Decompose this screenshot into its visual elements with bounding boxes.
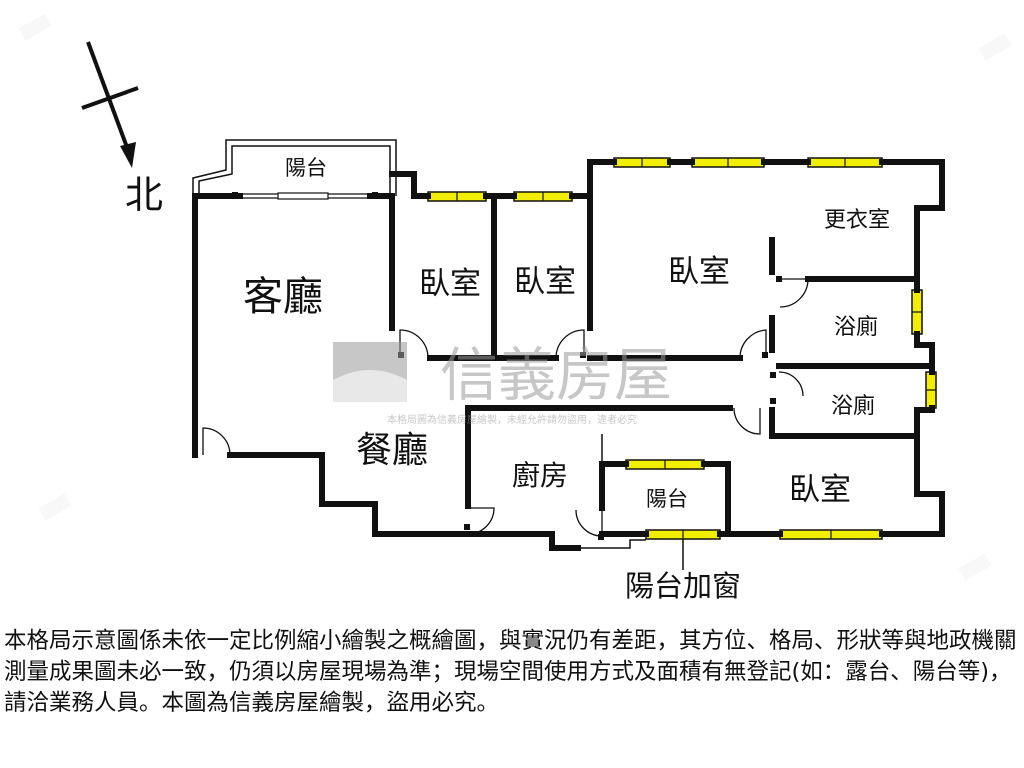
- room-label-bathroom-2: 浴廁: [831, 394, 875, 419]
- room-label-bathroom-1: 浴廁: [834, 315, 878, 340]
- background-watermark-pattern: [18, 13, 1012, 581]
- disclaimer-text: 本格局示意圖係未依一定比例縮小繪製之概繪圖，與實況仍有差距，其方位、格局、形狀等…: [4, 628, 1017, 716]
- door-bath-1: [778, 371, 804, 397]
- door-living: [202, 427, 231, 456]
- floor-plan: 北: [18, 13, 1012, 600]
- room-label-dining-room: 餐廳: [356, 430, 428, 471]
- compass: 北: [81, 41, 163, 217]
- sliding-door: [240, 192, 370, 200]
- balcony-top-outline: [192, 139, 397, 196]
- compass-arrow-head-icon: [120, 142, 136, 168]
- window-mullions: [456, 158, 936, 539]
- doors: [202, 278, 809, 537]
- door-kitchen: [467, 507, 495, 535]
- watermark-notice: 本格局圖為信義房屋繪製，未經允許請勿盜用，違者必究: [387, 413, 637, 426]
- room-label-bedroom-1: 臥室: [419, 266, 481, 302]
- room-labels: 陽台 客廳 臥室 臥室 臥室 更衣室 浴廁 浴廁 餐廳 廚房 陽台 臥室 陽台加…: [243, 156, 890, 600]
- door-bath-2: [733, 407, 761, 435]
- door-balcony: [575, 509, 603, 537]
- room-label-living-room: 客廳: [243, 274, 323, 320]
- room-label-balcony-top: 陽台: [285, 156, 327, 180]
- balcony-window-annotation: 陽台加窗: [625, 569, 741, 600]
- room-label-bedroom-2: 臥室: [514, 264, 576, 300]
- door-closet: [779, 278, 809, 308]
- room-label-walk-in-closet: 更衣室: [824, 208, 890, 233]
- room-label-master-bedroom: 臥室: [668, 254, 730, 290]
- door-bedroom-1: [399, 329, 429, 359]
- compass-cross-bar: [81, 86, 139, 110]
- door-bedroom-2: [555, 329, 585, 359]
- thin-walls: [578, 434, 646, 549]
- watermark: 信義房屋 本格局圖為信義房屋繪製，未經允許請勿盜用，違者必究: [333, 341, 672, 426]
- brand-logo-icon: [333, 342, 407, 402]
- compass-arrow-shaft: [86, 41, 130, 151]
- north-label: 北: [125, 173, 163, 217]
- room-label-kitchen: 廚房: [512, 459, 568, 492]
- room-label-bedroom-4: 臥室: [789, 472, 851, 508]
- watermark-brand: 信義房屋: [440, 341, 672, 409]
- door-master: [739, 329, 767, 359]
- room-label-balcony-kitchen: 陽台: [646, 487, 688, 511]
